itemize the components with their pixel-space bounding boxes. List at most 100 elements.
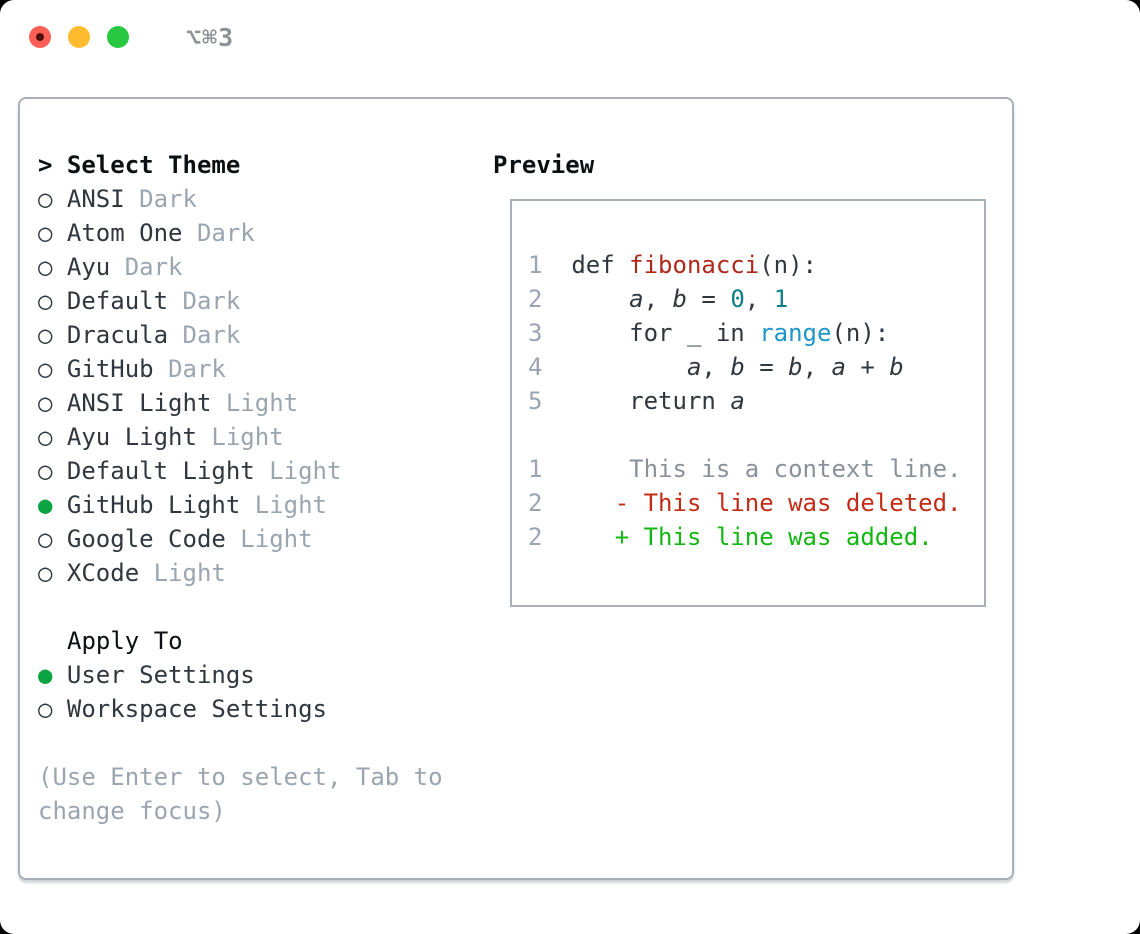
code-line: 1 This is a context line. xyxy=(528,452,984,486)
theme-name: GitHub xyxy=(66,355,169,383)
apply-option[interactable]: ● User Settings xyxy=(38,658,474,692)
code-line: 5 return a xyxy=(528,384,984,418)
code-segment: fibonacci xyxy=(629,251,760,279)
apply-to-list: ● User Settings○ Workspace Settings xyxy=(38,658,474,726)
theme-variant: Light xyxy=(240,525,313,553)
theme-option[interactable]: ○ Default Dark xyxy=(38,284,474,318)
preview-heading: Preview xyxy=(493,151,595,179)
code-segment xyxy=(571,353,687,381)
theme-variant: Light xyxy=(269,457,342,485)
code-segment: = xyxy=(686,285,731,313)
theme-option[interactable]: ○ Google Code Light xyxy=(38,522,474,556)
code-line: 2 a, b = 0, 1 xyxy=(528,282,984,316)
code-line: 3 for _ in range(n): xyxy=(528,316,984,350)
prompt-icon: > xyxy=(38,151,53,179)
code-segment: b xyxy=(788,353,803,381)
apply-to-heading: Apply To xyxy=(67,627,183,655)
apply-option[interactable]: ○ Workspace Settings xyxy=(38,692,474,726)
code-segment: 5 xyxy=(528,387,572,415)
code-segment: , xyxy=(802,353,832,381)
code-segment: + This line was added. xyxy=(571,523,933,551)
code-segment: def xyxy=(571,251,630,279)
code-segment xyxy=(571,285,629,313)
theme-variant: Dark xyxy=(182,321,241,349)
code-segment: range xyxy=(759,319,832,347)
code-segment: a xyxy=(831,353,846,381)
code-segment: + xyxy=(845,353,890,381)
code-segment: 1 xyxy=(528,251,572,279)
theme-list: ○ ANSI Dark○ Atom One Dark○ Ayu Dark○ De… xyxy=(38,182,474,590)
code-segment: a xyxy=(730,387,745,415)
theme-variant: Light xyxy=(225,389,299,417)
code-line: 2 - This line was deleted. xyxy=(528,486,984,520)
code-segment: 2 xyxy=(528,489,572,517)
radio-unselected-icon: ○ xyxy=(38,287,67,315)
theme-name: ANSI xyxy=(66,185,140,213)
select-theme-text: Select Theme xyxy=(66,151,241,179)
theme-name: Google Code xyxy=(66,525,241,553)
code-segment: - This line was deleted. xyxy=(571,489,962,517)
theme-name: Default xyxy=(66,287,183,315)
code-segment: for _ in xyxy=(571,319,760,347)
theme-option[interactable]: ○ Atom One Dark xyxy=(38,216,474,250)
theme-option[interactable]: ○ ANSI Light Light xyxy=(38,386,474,420)
code-segment: a xyxy=(629,285,644,313)
theme-option[interactable]: ● GitHub Light Light xyxy=(38,488,474,522)
apply-option-label: User Settings xyxy=(66,661,255,689)
window-title: ⌥⌘3 xyxy=(186,22,235,52)
code-segment: 0 xyxy=(730,285,745,313)
code-segment: 3 xyxy=(528,319,572,347)
code-segment: 4 xyxy=(528,353,572,381)
code-segment: return xyxy=(571,387,731,415)
radio-unselected-icon: ○ xyxy=(38,457,67,485)
radio-unselected-icon: ○ xyxy=(38,355,67,383)
code-segment: , xyxy=(744,285,774,313)
theme-name: ANSI Light xyxy=(66,389,226,417)
theme-option[interactable]: ○ Dracula Dark xyxy=(38,318,474,352)
theme-option[interactable]: ○ ANSI Dark xyxy=(38,182,474,216)
minimize-button[interactable] xyxy=(68,26,90,48)
radio-unselected-icon: ○ xyxy=(38,185,67,213)
radio-unselected-icon: ○ xyxy=(38,695,67,723)
theme-variant: Dark xyxy=(124,253,183,281)
theme-variant: Dark xyxy=(182,287,241,315)
theme-option[interactable]: ○ GitHub Dark xyxy=(38,352,474,386)
code-segment: = xyxy=(744,353,789,381)
code-segment: (n): xyxy=(759,251,817,279)
close-button[interactable] xyxy=(29,26,51,48)
radio-unselected-icon: ○ xyxy=(38,219,67,247)
code-segment: 2 xyxy=(528,523,572,551)
code-line: 1 def fibonacci(n): xyxy=(528,248,984,282)
theme-option[interactable]: ○ Ayu Dark xyxy=(38,250,474,284)
radio-unselected-icon: ○ xyxy=(38,253,67,281)
code-segment: This is a context line. xyxy=(571,455,962,483)
code-segment: a xyxy=(686,353,702,381)
theme-name: Atom One xyxy=(66,219,197,247)
radio-unselected-icon: ○ xyxy=(38,321,67,349)
window-titlebar: ⌥⌘3 xyxy=(29,23,234,52)
theme-selector-column: > Select Theme ○ ANSI Dark○ Atom One Dar… xyxy=(38,148,474,828)
code-line: 4 a, b = b, a + b xyxy=(528,350,984,384)
code-segment: b xyxy=(730,353,745,381)
code-segment: b xyxy=(889,353,904,381)
code-segment: 1 xyxy=(528,455,572,483)
radio-selected-icon: ● xyxy=(38,661,67,689)
code-line: 2 + This line was added. xyxy=(528,520,984,554)
theme-name: XCode xyxy=(66,559,154,587)
radio-unselected-icon: ○ xyxy=(38,389,67,417)
theme-option[interactable]: ○ Ayu Light Light xyxy=(38,420,474,454)
select-theme-heading: > Select Theme xyxy=(38,148,474,182)
code-segment: (n): xyxy=(831,319,890,347)
theme-name: Dracula xyxy=(66,321,183,349)
radio-selected-icon: ● xyxy=(38,491,67,519)
code-segment: , xyxy=(643,285,673,313)
theme-variant: Light xyxy=(211,423,284,451)
theme-option[interactable]: ○ XCode Light xyxy=(38,556,474,590)
keyboard-hint: (Use Enter to select, Tab to change focu… xyxy=(38,763,443,825)
apply-option-label: Workspace Settings xyxy=(66,695,327,723)
theme-option[interactable]: ○ Default Light Light xyxy=(38,454,474,488)
zoom-button[interactable] xyxy=(107,26,129,48)
